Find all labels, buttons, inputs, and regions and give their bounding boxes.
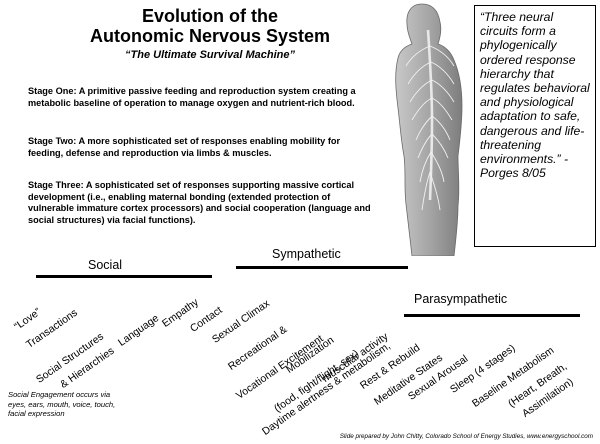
slide-subtitle: “The Ultimate Survival Machine” [60,49,360,61]
parasympathetic-bar [404,314,580,317]
stage-two-text: Stage Two: A more sophisticated set of r… [28,136,373,159]
sympathetic-item: Daytime alertness & metabolism, [260,340,393,438]
nervous-system-figure [388,0,472,256]
social-item: Language [116,312,161,349]
title-line-2: Autonomic Nervous System [60,26,360,46]
quote-text: “Three neural circuits form a phylogenic… [480,10,590,166]
stage-three-text: Stage Three: A sophisticated set of resp… [28,180,373,226]
slide-credit: Slide prepared by John Chitty, Colorado … [188,433,593,440]
stage-one-text: Stage One: A primitive passive feeding a… [28,86,373,109]
sympathetic-label: Sympathetic [272,247,341,261]
sympathetic-bar [236,266,408,269]
social-engagement-note: Social Engagement occurs via eyes, ears,… [8,390,118,419]
title-line-1: Evolution of the [60,6,360,26]
slide-title: Evolution of the Autonomic Nervous Syste… [60,6,360,46]
parasympathetic-label: Parasympathetic [414,292,507,306]
social-bar [36,275,212,278]
porges-quote: “Three neural circuits form a phylogenic… [480,10,594,180]
social-item: “Love” [12,306,43,333]
social-label: Social [88,258,122,272]
